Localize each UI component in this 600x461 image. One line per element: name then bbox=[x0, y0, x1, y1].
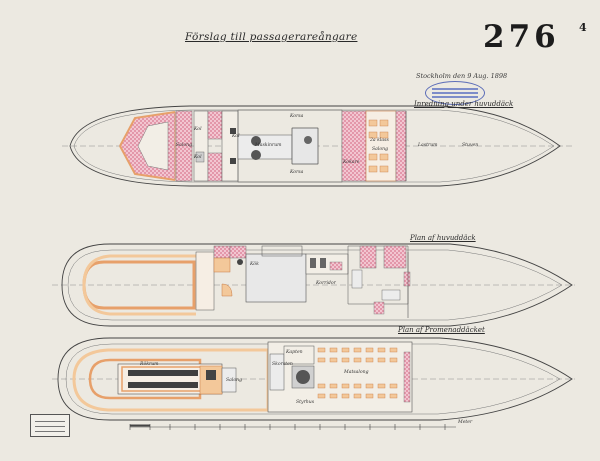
label-matsalong: Matsalong bbox=[344, 370, 369, 375]
scale-bar bbox=[129, 424, 456, 430]
label-salong-aft: Salong bbox=[176, 143, 193, 148]
promenade-hull-outline bbox=[57, 337, 573, 421]
archive-label bbox=[30, 414, 70, 437]
label-styrhus: Styrhus bbox=[296, 400, 315, 405]
main-deck-title: Plan af huvuddäck bbox=[410, 234, 476, 242]
label-kokare: Kokare bbox=[343, 160, 360, 165]
label-korsa-top: Korsa bbox=[290, 114, 304, 119]
lower-deck-title: Inredning under huvuddäck bbox=[414, 100, 514, 108]
label-korsa-bottom: Korsa bbox=[290, 170, 304, 175]
label-stuven: Stuven bbox=[462, 143, 479, 148]
label-salong-fore: Salong bbox=[372, 147, 389, 152]
label-kok: Kök bbox=[250, 262, 259, 267]
label-salong-prom: Salong bbox=[226, 378, 243, 383]
sheet-title: Förslag till passagerareångare bbox=[185, 31, 358, 43]
drawing-number: 276 bbox=[483, 19, 560, 55]
lower-hull-outline bbox=[69, 105, 561, 187]
main-hull-outline bbox=[61, 243, 573, 327]
label-2a-klass: 2a klass bbox=[370, 138, 389, 143]
main-deck-plan bbox=[52, 243, 575, 327]
drawing-number-sup: 4 bbox=[579, 21, 587, 34]
label-maskinrum: Maskinrum bbox=[255, 143, 282, 148]
promenade-deck-plan bbox=[52, 337, 575, 421]
lower-deck-plan bbox=[62, 105, 575, 187]
label-kol-1: Kol bbox=[194, 127, 202, 132]
label-kol-3: Kol bbox=[194, 155, 202, 160]
label-rokrum: Rökrum bbox=[140, 362, 159, 367]
scale-bar-label: Meter bbox=[458, 420, 473, 425]
label-lastrum: Lastrum bbox=[418, 143, 438, 148]
label-kapten: Kapten bbox=[286, 350, 303, 355]
label-korridor: Korridor bbox=[316, 281, 336, 286]
label-kol-2: Kol bbox=[232, 134, 240, 139]
promenade-deck-title: Plan af Promenaddäcket bbox=[398, 326, 485, 334]
label-skorsten: Skorsten bbox=[272, 362, 293, 367]
museum-stamp bbox=[425, 81, 485, 105]
place-date: Stockholm den 9 Aug. 1898 bbox=[416, 72, 508, 80]
